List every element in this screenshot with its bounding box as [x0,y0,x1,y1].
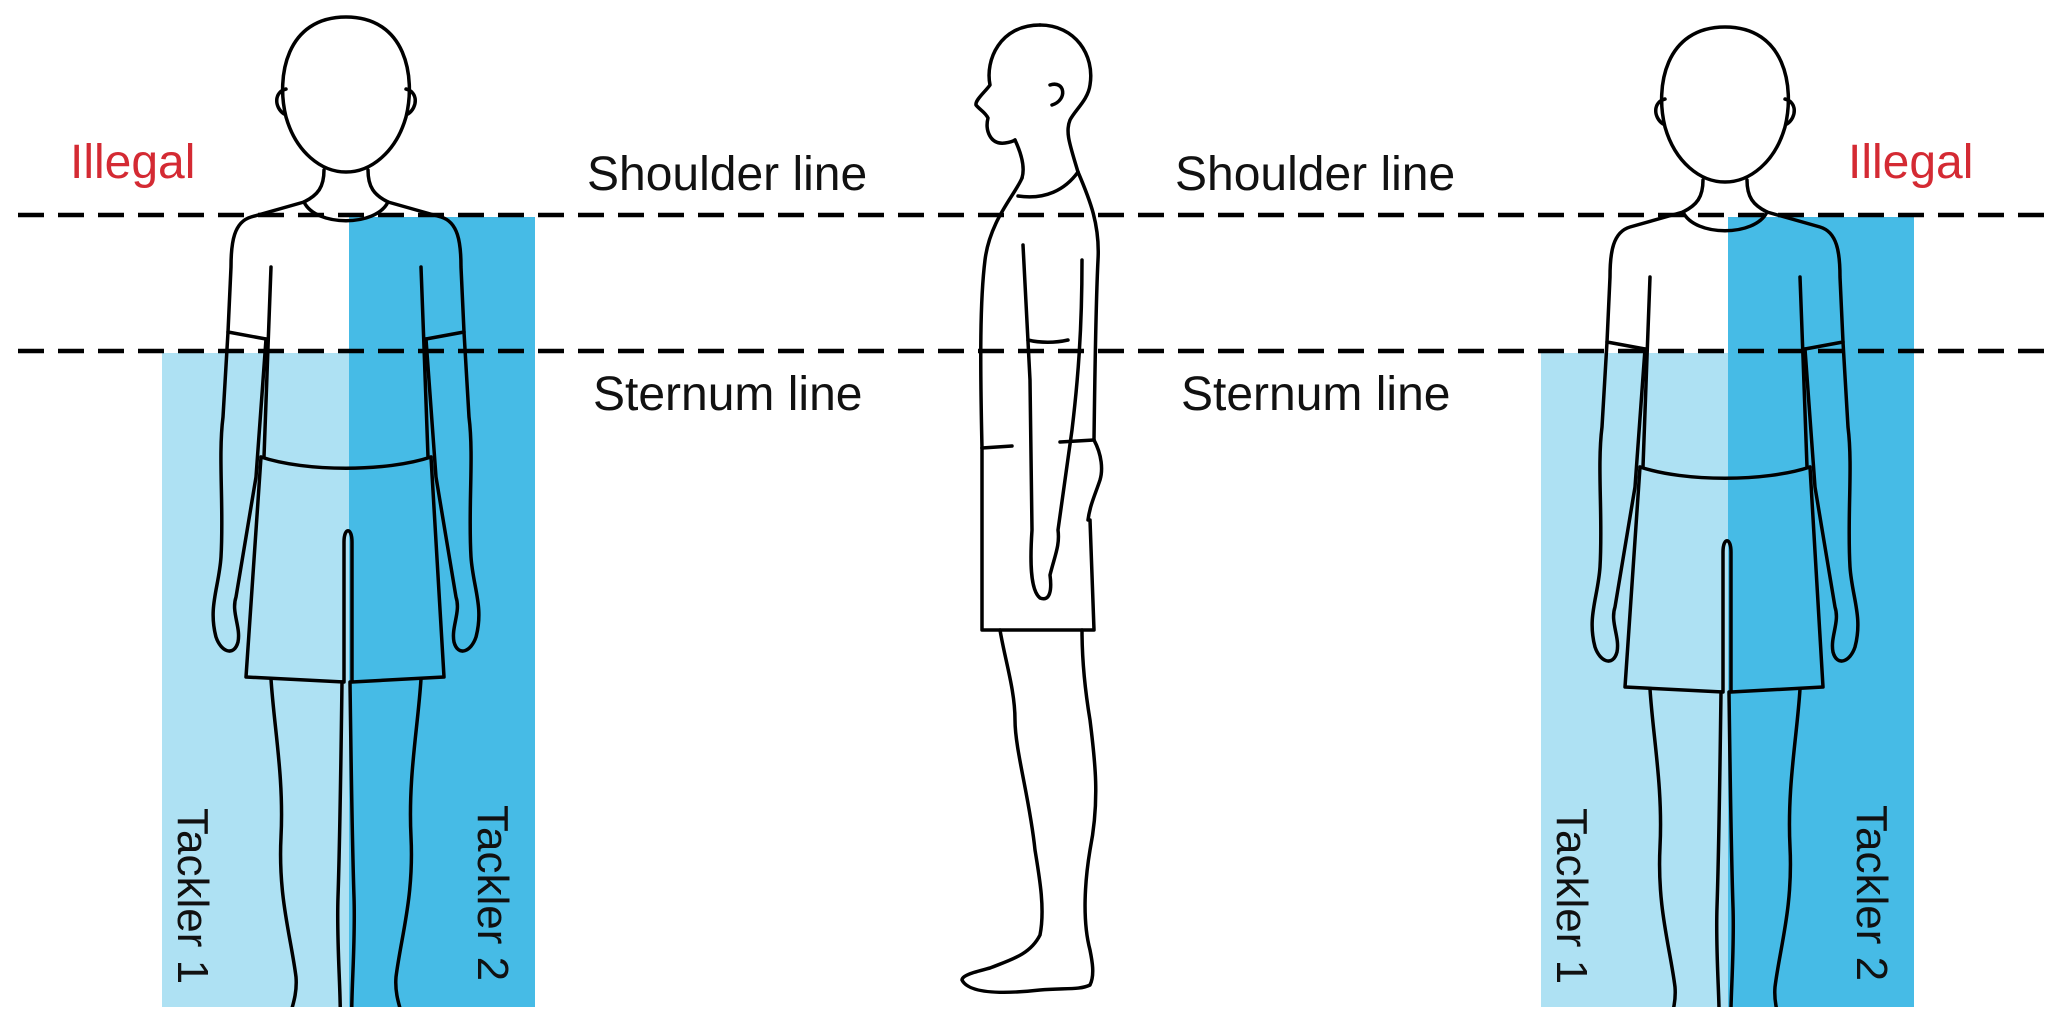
sternum-line-label-right: Sternum line [1181,368,1450,421]
left-illegal-label: Illegal [70,136,195,189]
right-tackler-1-label: Tackler 1 [1547,808,1596,984]
left-tackler-1-label: Tackler 1 [168,808,217,984]
shoulder-line-label-right: Shoulder line [1175,148,1455,201]
shoulder-line-label-left: Shoulder line [587,148,867,201]
sternum-line-label-left: Sternum line [593,368,862,421]
left-tackler-2-label: Tackler 2 [468,805,517,981]
right-tackler-2-label: Tackler 2 [1847,805,1896,981]
right-illegal-label: Illegal [1848,136,1973,189]
side-view-figure-icon [962,25,1102,992]
